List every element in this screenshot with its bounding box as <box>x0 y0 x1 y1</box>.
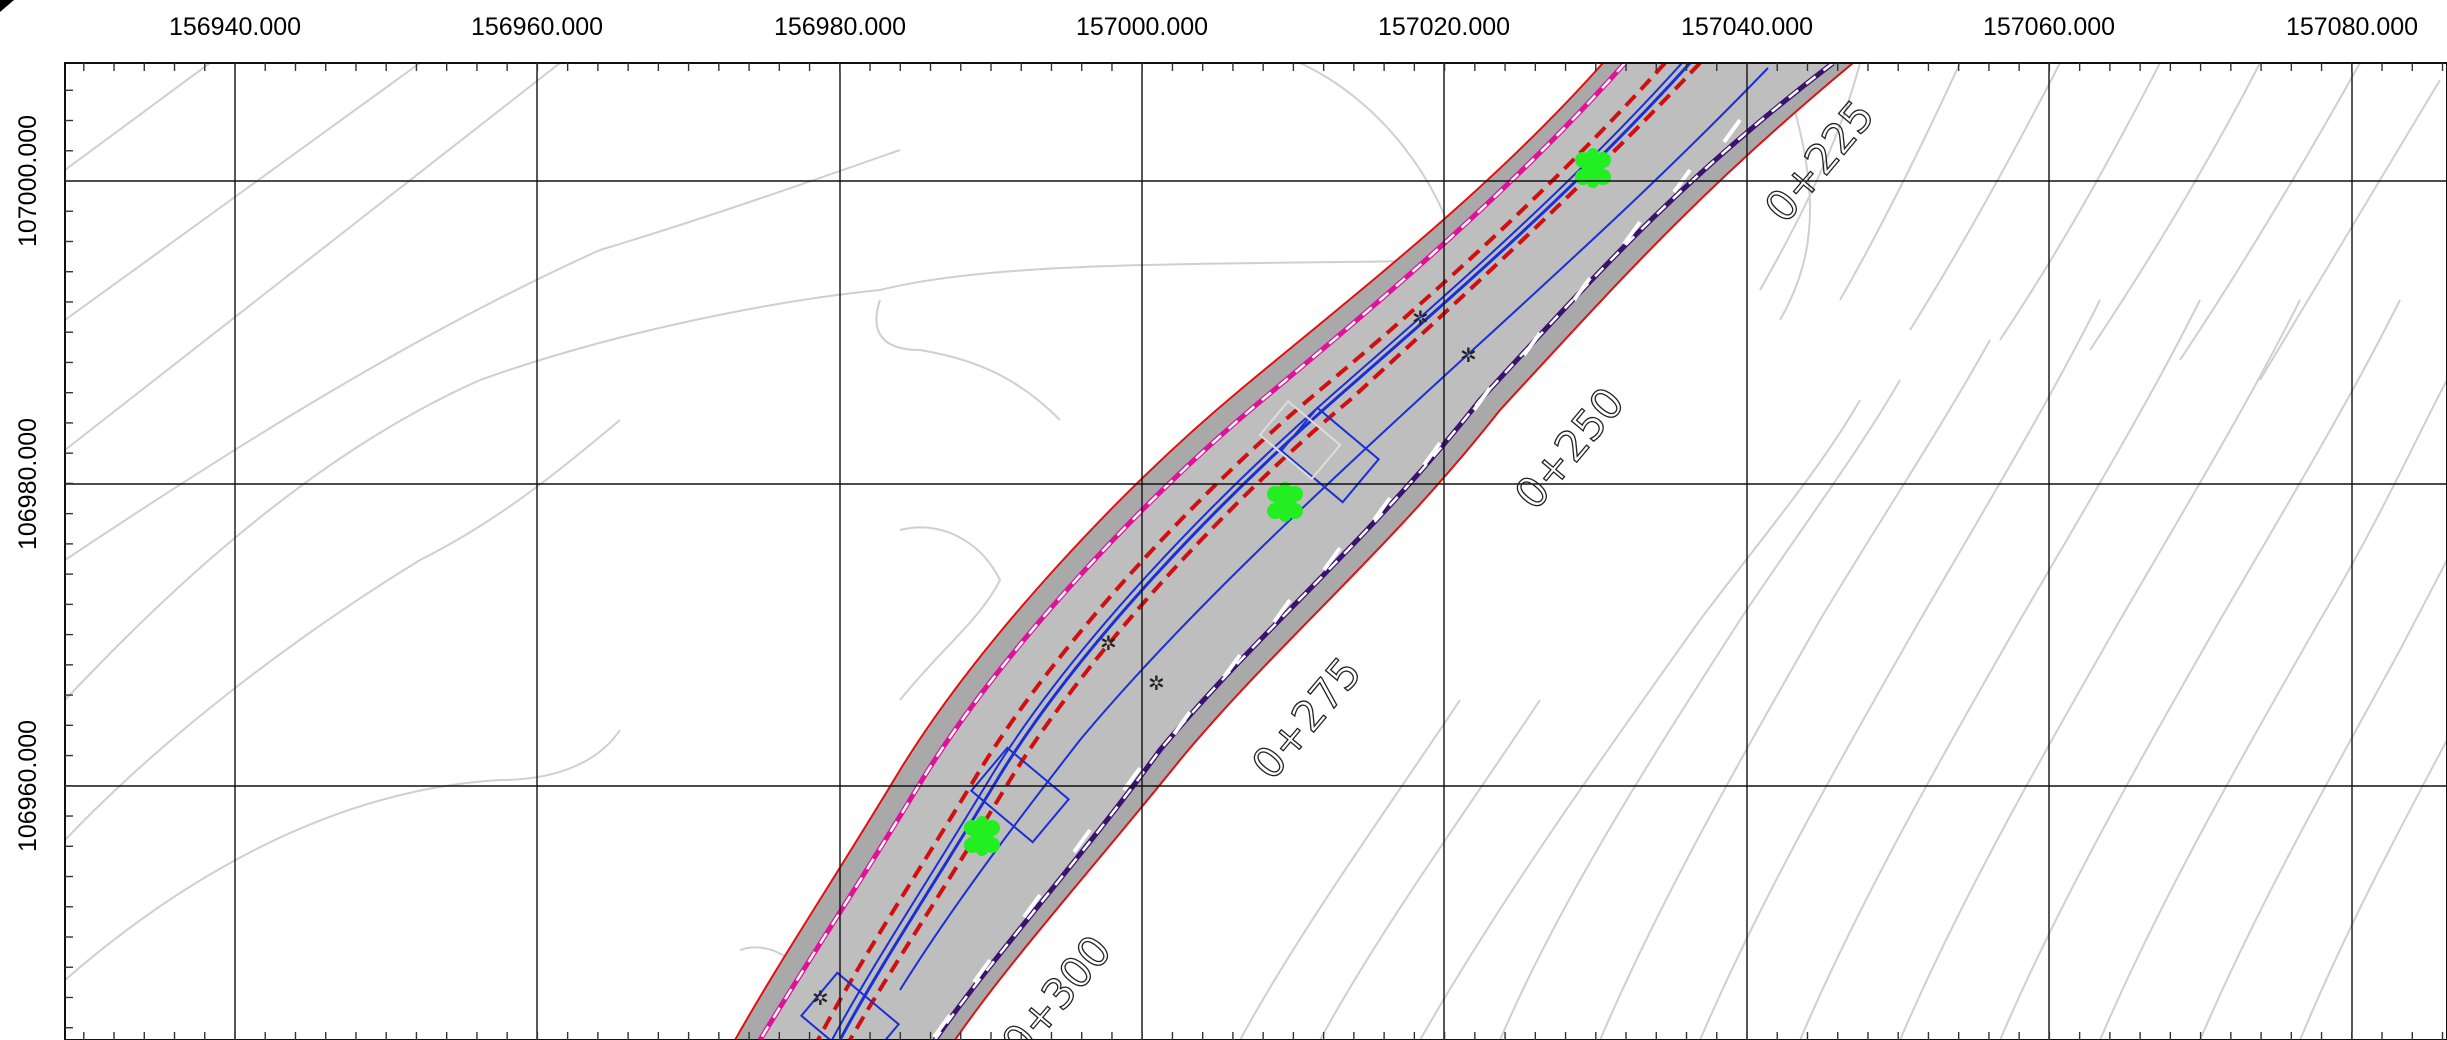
utility-box-icon <box>1258 399 1342 481</box>
centerline <box>838 63 1692 1040</box>
median-line-left <box>816 63 1667 1040</box>
x-label: 157000.000 <box>1076 13 1208 41</box>
coordinate-grid <box>65 63 2447 1040</box>
y-label: 106980.000 <box>14 418 42 550</box>
utility-poles: ✲ ✲ ✲ ✲ ✲ <box>812 306 1477 1010</box>
utility-pole-icon: ✲ <box>1148 671 1165 695</box>
tree-symbol-icon <box>1267 482 1303 522</box>
utility-pole-icon: ✲ <box>812 986 829 1010</box>
x-label: 157040.000 <box>1681 13 1813 41</box>
frame-ticks <box>65 63 2444 1040</box>
tree-symbol-icon <box>1575 148 1611 188</box>
utility-pole-icon: ✲ <box>1460 343 1477 367</box>
map-frame <box>64 62 2447 1040</box>
road-corridor <box>733 63 1855 1040</box>
x-label: 156940.000 <box>169 13 301 41</box>
x-coordinate-labels: 156940.000 156960.000 156980.000 157000.… <box>169 13 2418 41</box>
utility-boxes <box>799 399 1381 1040</box>
x-label: 157020.000 <box>1378 13 1510 41</box>
x-label: 156980.000 <box>774 13 906 41</box>
tree-symbol-icon <box>964 816 1000 856</box>
utility-pole-icon: ✲ <box>1412 306 1429 330</box>
utility-box-icon <box>799 971 901 1040</box>
x-label: 156960.000 <box>471 13 603 41</box>
median-line-right <box>848 63 1702 1040</box>
station-label: 0+250 <box>1505 378 1634 518</box>
y-label: 107000.000 <box>14 115 42 247</box>
terrain-contours <box>65 63 2447 1040</box>
y-label: 106960.000 <box>14 720 42 852</box>
y-coordinate-labels: 107000.000 106980.000 106960.000 <box>14 115 42 852</box>
x-label: 157080.000 <box>2286 13 2418 41</box>
utility-box-icon <box>1279 406 1381 504</box>
corner-marker <box>0 0 14 12</box>
utility-pole-icon: ✲ <box>1100 631 1117 655</box>
tree-markers <box>964 148 1611 856</box>
x-label: 157060.000 <box>1983 13 2115 41</box>
utility-box-icon <box>969 746 1071 844</box>
